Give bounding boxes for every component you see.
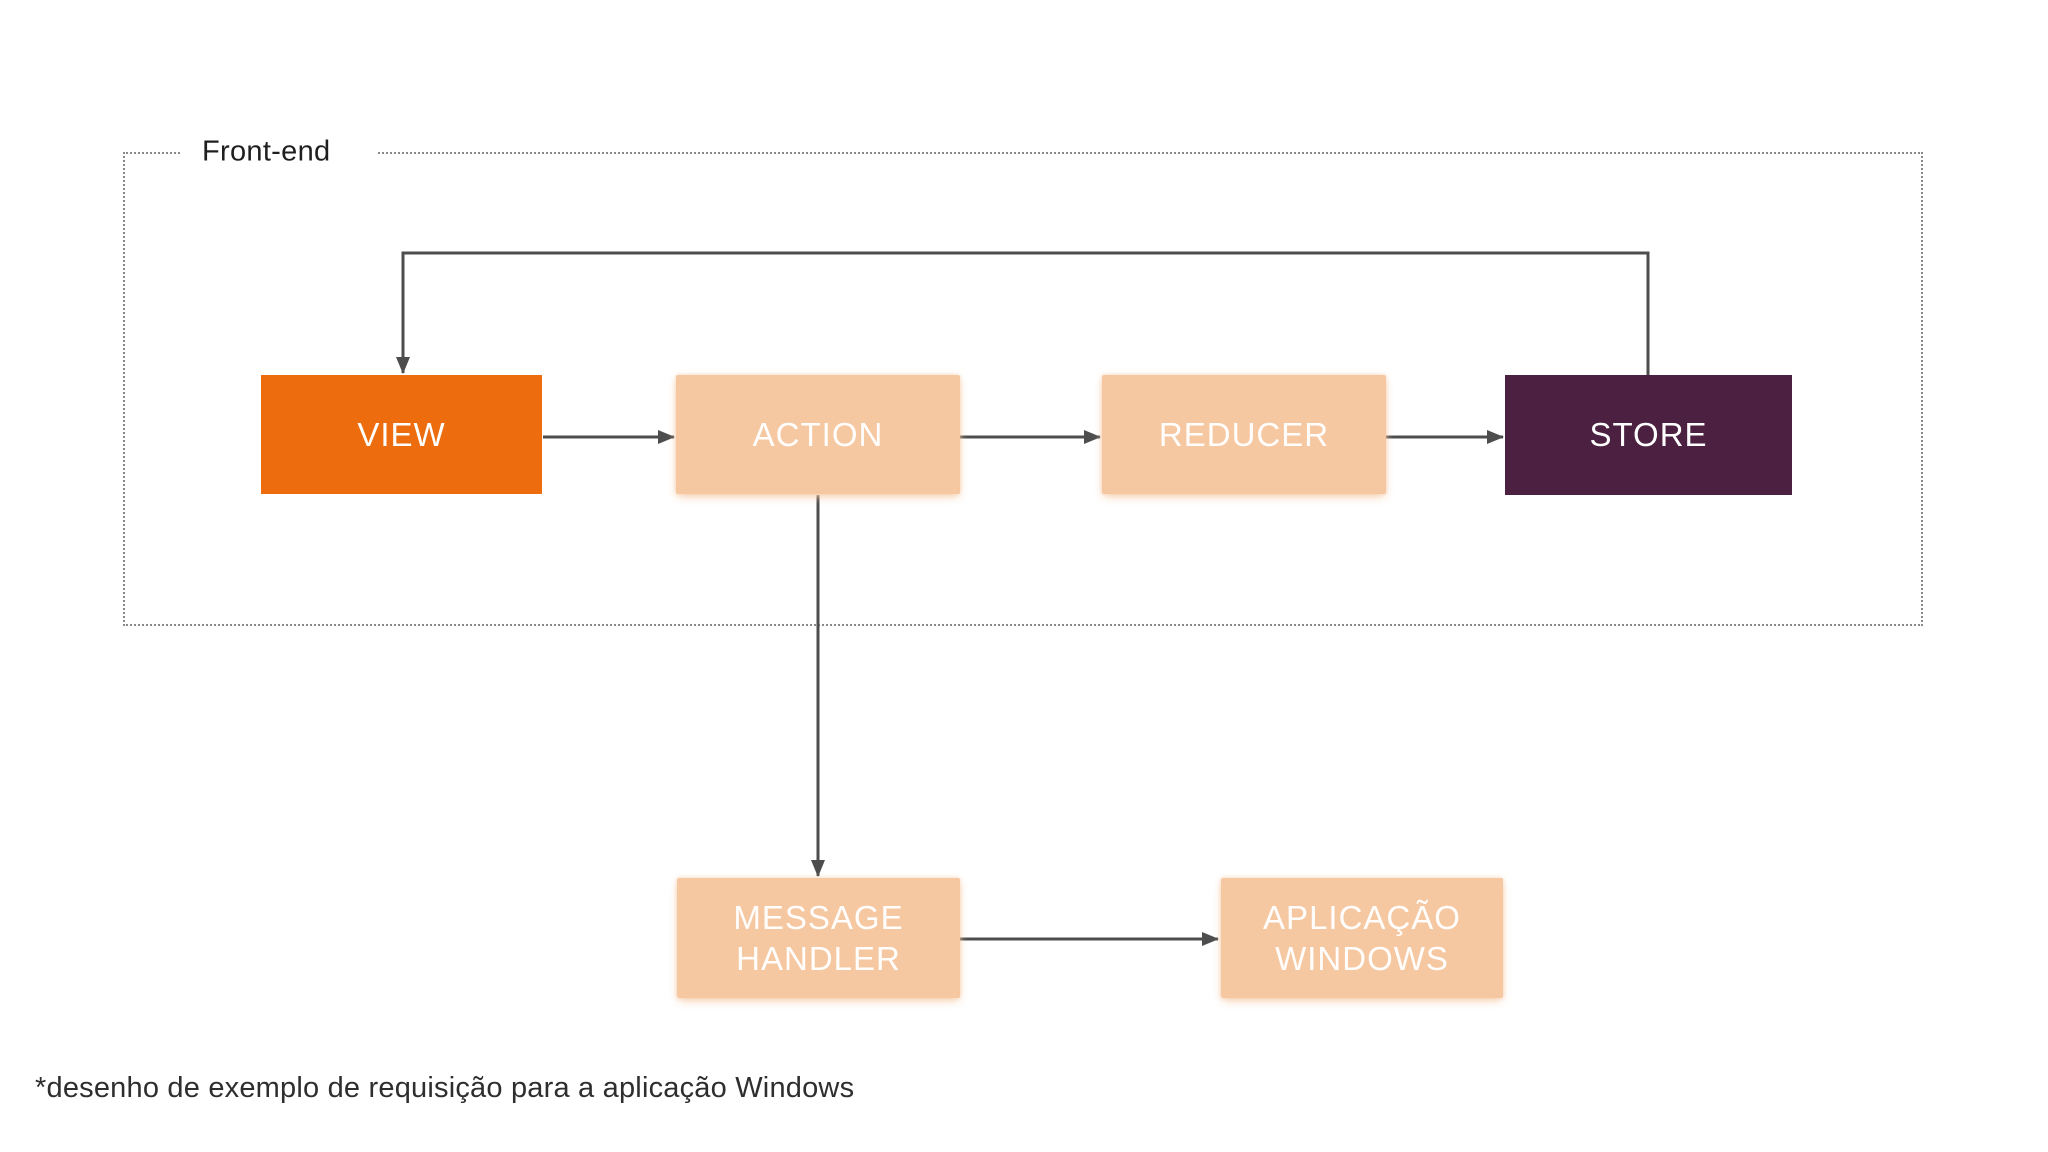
- node-view: VIEW: [261, 375, 542, 494]
- node-action: ACTION: [676, 375, 960, 494]
- footnote: *desenho de exemplo de requisição para a…: [35, 1072, 855, 1104]
- node-store: STORE: [1505, 375, 1792, 495]
- node-reducer: REDUCER: [1102, 375, 1386, 494]
- node-message-handler: MESSAGE HANDLER: [677, 878, 960, 998]
- node-aplicacao-windows: APLICAÇÃO WINDOWS: [1221, 878, 1503, 998]
- frontend-boundary: Front-end: [123, 131, 1923, 626]
- frontend-label: Front-end: [180, 131, 379, 173]
